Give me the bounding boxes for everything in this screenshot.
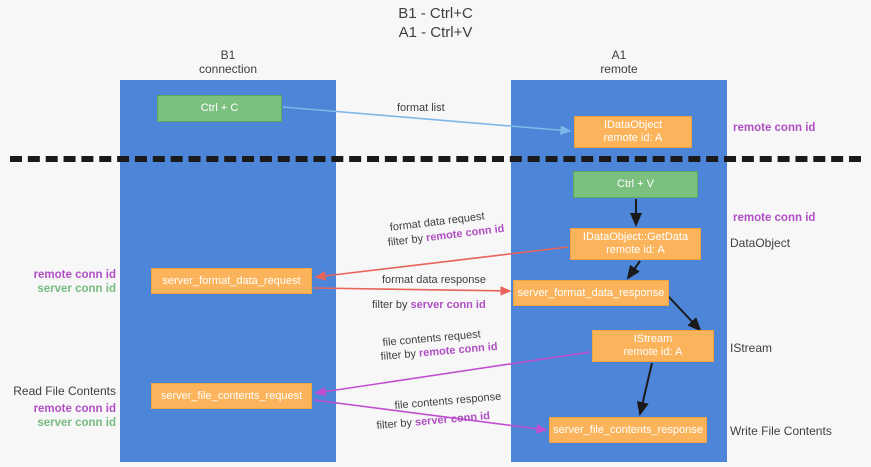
node-server-file-contents-request[interactable]: server_file_contents_request <box>151 383 312 409</box>
node-istream[interactable]: IStream remote id: A <box>592 330 714 362</box>
filter-key-server-conn-id: server conn id <box>410 299 486 311</box>
annotation-server-conn-id: server conn id <box>37 417 116 429</box>
filter-key-server-conn-id: server conn id <box>414 410 491 429</box>
node-server-format-data-response[interactable]: server_format_data_response <box>513 280 669 306</box>
node-istream-label: IStream <box>633 333 673 345</box>
annotation-group-conn-ids-mid: remote conn id server conn id <box>18 268 116 296</box>
phase-divider <box>10 156 861 162</box>
node-istream-sublabel: remote id: A <box>623 346 683 358</box>
node-server-file-contents-response[interactable]: server_file_contents_response <box>549 417 707 443</box>
annotation-group-conn-ids-bottom: remote conn id server conn id <box>18 402 116 430</box>
edge-label-format-data-response-text: format data response <box>382 274 486 286</box>
swimlane-b1-role: connection <box>198 62 258 76</box>
node-ctrl-c[interactable]: Ctrl + C <box>157 95 282 122</box>
node-ctrl-v-label: Ctrl + V <box>617 178 654 190</box>
node-idataobject-sublabel: remote id: A <box>603 132 663 144</box>
annotation-server-conn-id: server conn id <box>37 283 116 295</box>
edge-label-format-data-response: format data response <box>382 273 486 287</box>
edge-format-data-response <box>313 286 512 296</box>
annotation-remote-conn-id-mid: remote conn id <box>733 212 816 224</box>
annotation-istream: IStream <box>730 341 773 355</box>
annotation-read-file-contents: Read File Contents <box>13 384 116 398</box>
edge-label-file-contents-response-filter: filter by server conn id <box>376 409 491 433</box>
swimlane-header-b1: B1 connection <box>120 48 336 76</box>
node-getdata-sublabel: remote id: A <box>606 244 665 256</box>
node-server-file-contents-response-label: server_file_contents_response <box>553 423 703 436</box>
edge-label-format-list: format list <box>397 101 445 115</box>
swimlane-a1-role: remote <box>600 62 638 76</box>
title-line-1: B1 - Ctrl+C <box>398 5 473 22</box>
node-ctrl-v[interactable]: Ctrl + V <box>573 171 698 198</box>
title-line-2: A1 - Ctrl+V <box>398 24 473 41</box>
filter-prefix: filter by <box>387 232 427 249</box>
node-ctrl-c-label: Ctrl + C <box>200 102 239 114</box>
edge-label-format-list-text: format list <box>397 102 445 114</box>
node-getdata-label: IDataObject::GetData <box>582 231 689 243</box>
node-idataobject-label: IDataObject <box>603 119 663 131</box>
annotation-dataobject: DataObject <box>730 236 791 250</box>
annotation-remote-conn-id: remote conn id <box>33 269 116 281</box>
node-getdata[interactable]: IDataObject::GetData remote id: A <box>570 228 701 260</box>
annotation-write-file-contents: Write File Contents <box>730 424 832 438</box>
page-title: B1 - Ctrl+C A1 - Ctrl+V <box>0 4 871 42</box>
node-server-format-data-response-label: server_format_data_response <box>517 286 665 299</box>
annotation-remote-conn-id: remote conn id <box>33 403 116 415</box>
filter-prefix: filter by <box>380 347 420 363</box>
edge-label-format-data-response-filter: filter by server conn id <box>372 298 486 312</box>
filter-prefix: filter by <box>376 416 416 432</box>
node-server-format-data-request-label: server_format_data_request <box>162 274 301 287</box>
swimlane-a1-name: A1 <box>611 48 627 62</box>
node-server-file-contents-request-label: server_file_contents_request <box>160 389 303 402</box>
annotation-remote-conn-id-top: remote conn id <box>733 122 816 134</box>
node-server-format-data-request[interactable]: server_format_data_request <box>151 268 312 294</box>
node-idataobject[interactable]: IDataObject remote id: A <box>574 116 692 148</box>
swimlane-b1-name: B1 <box>220 48 236 62</box>
swimlane-header-a1: A1 remote <box>511 48 727 76</box>
filter-prefix: filter by <box>372 299 411 311</box>
